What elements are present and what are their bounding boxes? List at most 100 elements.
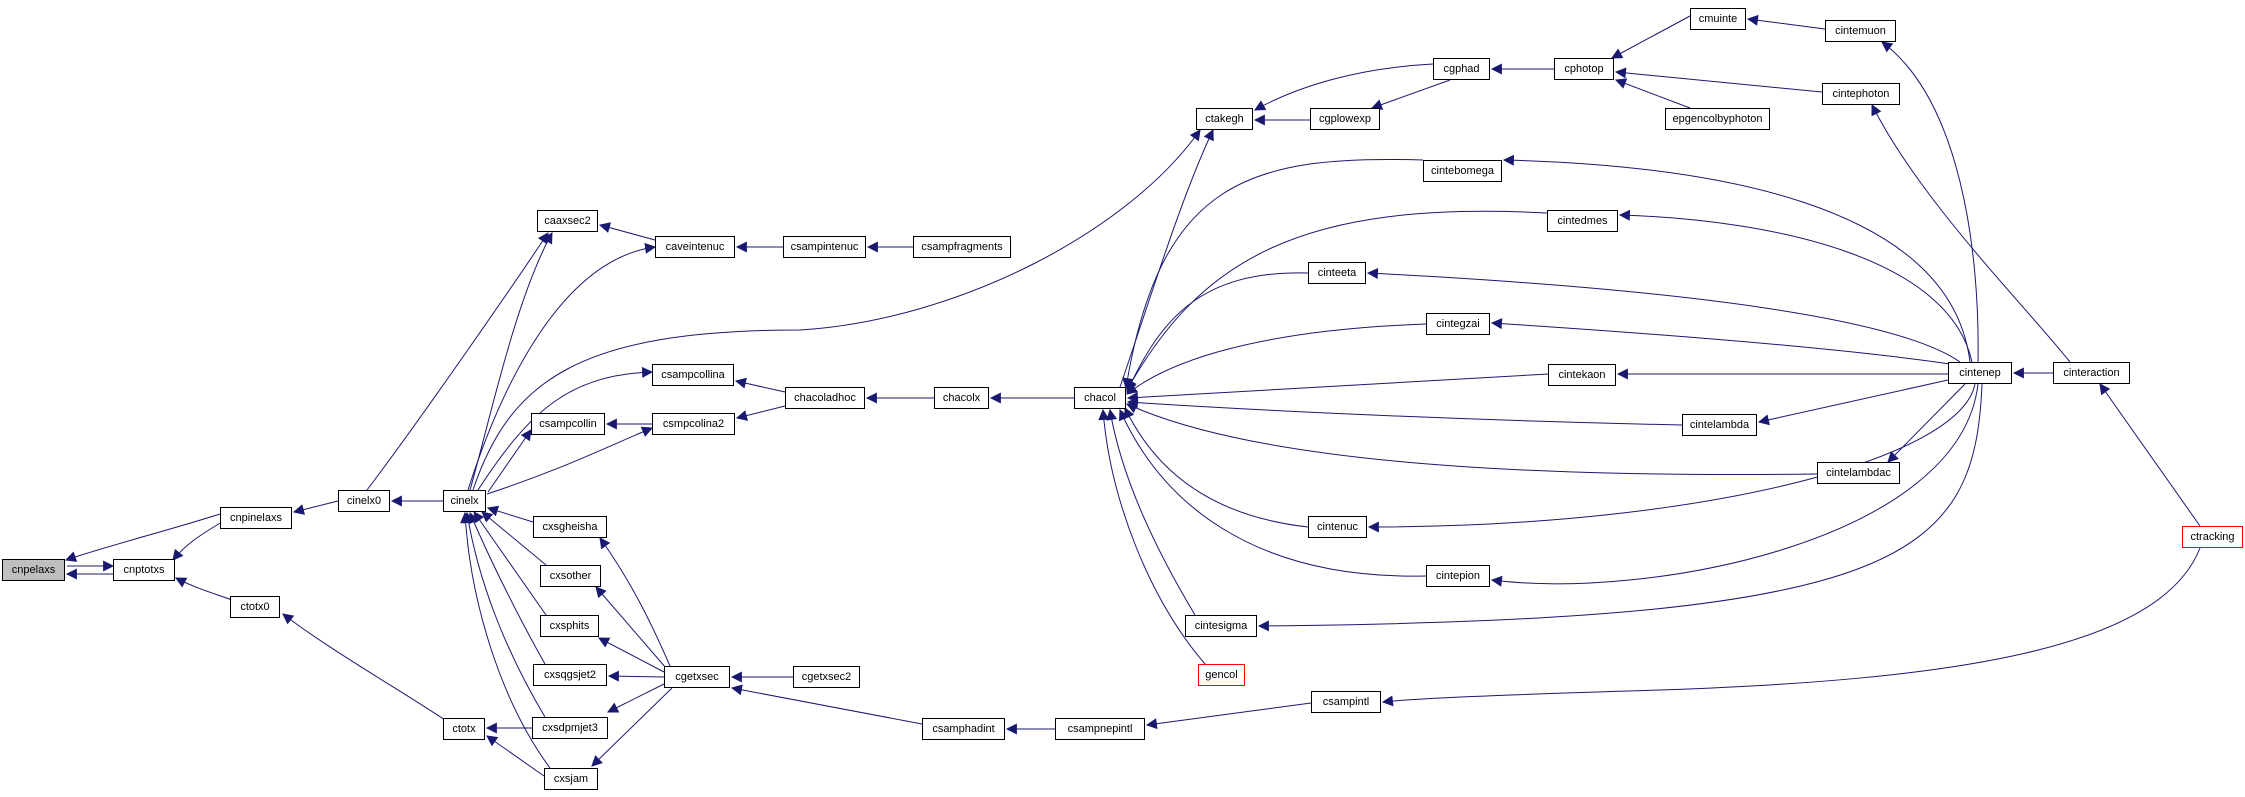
edge-cintegzai-chacol: [1126, 323, 1427, 395]
node-ctotx0[interactable]: ctotx0: [230, 596, 280, 618]
node-cgetxsec[interactable]: cgetxsec: [664, 666, 730, 688]
edge-ctracking-csampintl: [1381, 547, 2201, 707]
edge-cgetxsec-cxsphits: [598, 637, 665, 673]
node-csmpcolina2[interactable]: csmpcolina2: [652, 413, 735, 435]
node-chacoladhoc[interactable]: chacoladhoc: [785, 387, 865, 409]
edge-csmpcolina2-cinelx: [486, 426, 654, 495]
node-ctracking[interactable]: ctracking: [2182, 526, 2243, 548]
node-cinelx[interactable]: cinelx: [443, 490, 486, 512]
node-cgplowexp[interactable]: cgplowexp: [1310, 108, 1380, 130]
node-cintephoton[interactable]: cintephoton: [1822, 83, 1900, 105]
edge-cintenep-cintepion: [1490, 383, 1979, 587]
node-csamphadint[interactable]: csamphadint: [922, 718, 1005, 740]
edge-ctracking-cinteraction: [2099, 383, 2201, 527]
node-cxsjam[interactable]: cxsjam: [544, 768, 598, 790]
edge-gencol-chacol: [1098, 408, 1206, 665]
node-chacol[interactable]: chacol: [1074, 387, 1126, 409]
edge-caaxsec2-cinelx0: [366, 232, 549, 491]
edge-cinteraction-cintephoton: [1871, 104, 2071, 363]
node-cinteraction[interactable]: cinteraction: [2053, 362, 2130, 384]
node-cgetxsec2[interactable]: cgetxsec2: [793, 666, 860, 688]
node-csampcollin[interactable]: csampcollin: [531, 413, 605, 435]
node-caaxsec2[interactable]: caaxsec2: [537, 210, 598, 232]
node-ctakegh[interactable]: ctakegh: [1196, 108, 1253, 130]
node-cintepion[interactable]: cintepion: [1426, 565, 1490, 587]
edge-cintemuon-cmuinte: [1746, 14, 1826, 30]
node-csampintenuc[interactable]: csampintenuc: [783, 236, 866, 258]
node-cnpelaxs: cnpelaxs: [2, 559, 65, 581]
node-chacolx[interactable]: chacolx: [934, 387, 989, 409]
node-cintelambdac[interactable]: cintelambdac: [1817, 462, 1900, 484]
edge-cintenep-cintelambdac: [1887, 383, 1966, 463]
edge-epgencolbyphoton-cphotop: [1614, 78, 1691, 109]
edge-cgphad-cgplowexp: [1370, 79, 1451, 110]
edge-cxsphits-cinelx: [473, 511, 547, 616]
edge-cintenep-cintegzai: [1490, 318, 1951, 365]
node-csampintl[interactable]: csampintl: [1311, 691, 1381, 713]
edge-ctotx-cxsjam: [486, 735, 545, 777]
edge-cxsdpmjet3-cinelx: [463, 511, 546, 718]
node-cintegzai[interactable]: cintegzai: [1426, 313, 1490, 335]
edge-cintesigma-chacol: [1106, 408, 1196, 616]
edge-cgetxsec-cxsgheisha: [599, 537, 671, 667]
edge-cintedmes-chacol: [1126, 210, 1548, 391]
edge-csampcollin-cinelx: [487, 429, 532, 493]
node-gencol[interactable]: gencol: [1198, 664, 1245, 686]
edge-cintenep-cintesigma: [1257, 383, 1983, 632]
node-cintesigma[interactable]: cintesigma: [1185, 615, 1257, 637]
node-cintemuon[interactable]: cintemuon: [1825, 20, 1896, 42]
node-csampcollina[interactable]: csampcollina: [652, 364, 734, 386]
node-cinteeta[interactable]: cinteeta: [1308, 262, 1366, 284]
edge-cxsjam-cinelx: [460, 511, 551, 769]
edge-cintenep-cinteeta: [1366, 268, 1961, 363]
edge-cgetxsec-cxsqgsjet2: [607, 670, 665, 682]
node-csampfragments[interactable]: csampfragments: [913, 236, 1011, 258]
node-epgencolbyphoton[interactable]: epgencolbyphoton: [1665, 108, 1770, 130]
node-cxsdpmjet3[interactable]: cxsdpmjet3: [532, 717, 608, 739]
edge-csampcollina-cinelx: [477, 366, 654, 491]
node-cgphad[interactable]: cgphad: [1433, 58, 1490, 80]
edge-chacol-ctakegh: [1119, 129, 1214, 388]
node-ctotx[interactable]: ctotx: [443, 718, 485, 740]
edge-cintekaon-chacol: [1126, 373, 1549, 403]
edge-cintelambda-chacol: [1126, 397, 1683, 426]
node-caveintenuc[interactable]: caveintenuc: [655, 236, 735, 258]
node-cxsother[interactable]: cxsother: [540, 565, 601, 587]
edge-cxsother-cinelx: [481, 511, 547, 566]
edge-csampintl-csampnepintl: [1145, 702, 1312, 730]
node-cnpinelaxs[interactable]: cnpinelaxs: [220, 507, 292, 529]
node-cnptotxs[interactable]: cnptotxs: [113, 559, 175, 581]
edge-cintenep-cintedmes: [1618, 209, 1973, 363]
edge-cgetxsec-cxsother: [595, 586, 667, 669]
node-cxsphits[interactable]: cxsphits: [540, 615, 599, 637]
edge-cinelx0-cnpinelaxs: [292, 500, 339, 515]
node-cinelx0[interactable]: cinelx0: [338, 490, 390, 512]
node-cxsqgsjet2[interactable]: cxsqgsjet2: [533, 664, 607, 686]
edge-cintenep-cintenuc: [1367, 383, 1976, 533]
edge-cintebomega-chacol: [1122, 158, 1424, 390]
edge-cgetxsec-cxsjam: [591, 687, 673, 767]
edge-chacoladhoc-csampcollina: [734, 377, 786, 393]
edge-cinteeta-chacol: [1126, 272, 1309, 393]
edge-caaxsec2-cinelx: [469, 232, 553, 491]
node-cintenuc[interactable]: cintenuc: [1308, 516, 1367, 538]
node-cintelambda[interactable]: cintelambda: [1682, 414, 1757, 436]
node-cmuinte[interactable]: cmuinte: [1690, 8, 1746, 30]
edge-ctakegh-cinelx: [472, 129, 1201, 491]
edge-cintenep-cintebomega: [1502, 154, 1971, 363]
edge-cintepion-chacol: [1119, 408, 1427, 577]
edge-cnpinelaxs-cnptotxs: [172, 521, 223, 561]
node-cintebomega[interactable]: cintebomega: [1423, 160, 1502, 182]
edge-ctotx-ctotx0: [282, 613, 446, 721]
node-cxsgheisha[interactable]: cxsgheisha: [533, 516, 607, 538]
edge-cxsqgsjet2-cinelx: [468, 511, 546, 665]
edge-cintenep-cintemuon: [1881, 41, 1979, 363]
node-cintekaon[interactable]: cintekaon: [1548, 364, 1616, 386]
node-csampnepintl[interactable]: csampnepintl: [1055, 718, 1145, 740]
node-cintenep[interactable]: cintenep: [1948, 362, 2012, 384]
edge-cgphad-ctakegh: [1254, 63, 1434, 111]
edge-cnpinelaxs-cnpelaxs: [64, 513, 221, 562]
node-cphotop[interactable]: cphotop: [1554, 58, 1614, 80]
node-cintedmes[interactable]: cintedmes: [1547, 210, 1618, 232]
